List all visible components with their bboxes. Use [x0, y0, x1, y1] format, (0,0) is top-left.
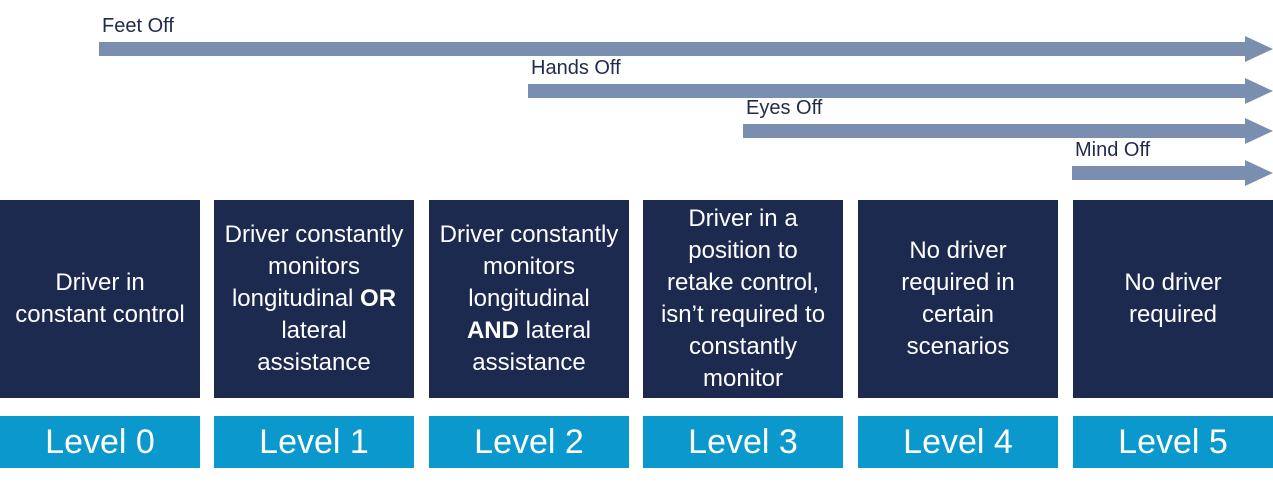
- level-2-description-box: Driver constantly monitors longitudinal …: [429, 200, 629, 398]
- level-4-label: Level 4: [858, 416, 1058, 468]
- arrow-icon: [743, 118, 1273, 144]
- level-5-description: No driver required: [1124, 269, 1222, 328]
- level-4-description: No driver required in certain scenarios: [901, 237, 1015, 360]
- level-0-description-box: Driver in constant control: [0, 200, 200, 398]
- level-1-description-box: Driver constantly monitors longitudinal …: [214, 200, 414, 398]
- arrow-feet-off: Feet Off: [99, 16, 1273, 62]
- level-1-description: Driver constantly monitors longitudinal …: [224, 221, 404, 376]
- level-2-description: Driver constantly monitors longitudinal …: [439, 221, 619, 376]
- arrow-label-hands-off: Hands Off: [531, 57, 621, 79]
- level-0-label: Level 0: [0, 416, 200, 468]
- arrow-eyes-off: Eyes Off: [743, 98, 1273, 144]
- level-5-description-box: No driver required: [1073, 200, 1273, 398]
- level-4-description-box: No driver required in certain scenarios: [858, 200, 1058, 398]
- level-3-description: Driver in a position to retake control, …: [660, 205, 826, 392]
- level-5-label: Level 5: [1073, 416, 1273, 468]
- level-2-label: Level 2: [429, 416, 629, 468]
- arrow-label-feet-off: Feet Off: [102, 15, 174, 37]
- level-3-label: Level 3: [643, 416, 843, 468]
- arrow-icon: [1072, 160, 1273, 186]
- level-0-description: Driver in constant control: [15, 269, 185, 328]
- arrow-label-mind-off: Mind Off: [1075, 139, 1151, 161]
- arrow-label-eyes-off: Eyes Off: [746, 97, 823, 119]
- level-3-description-box: Driver in a position to retake control, …: [643, 200, 843, 398]
- arrow-icon: [99, 36, 1273, 62]
- arrow-icon: [528, 78, 1273, 104]
- arrow-mind-off: Mind Off: [1072, 140, 1273, 186]
- level-1-label: Level 1: [214, 416, 414, 468]
- arrow-hands-off: Hands Off: [528, 58, 1273, 104]
